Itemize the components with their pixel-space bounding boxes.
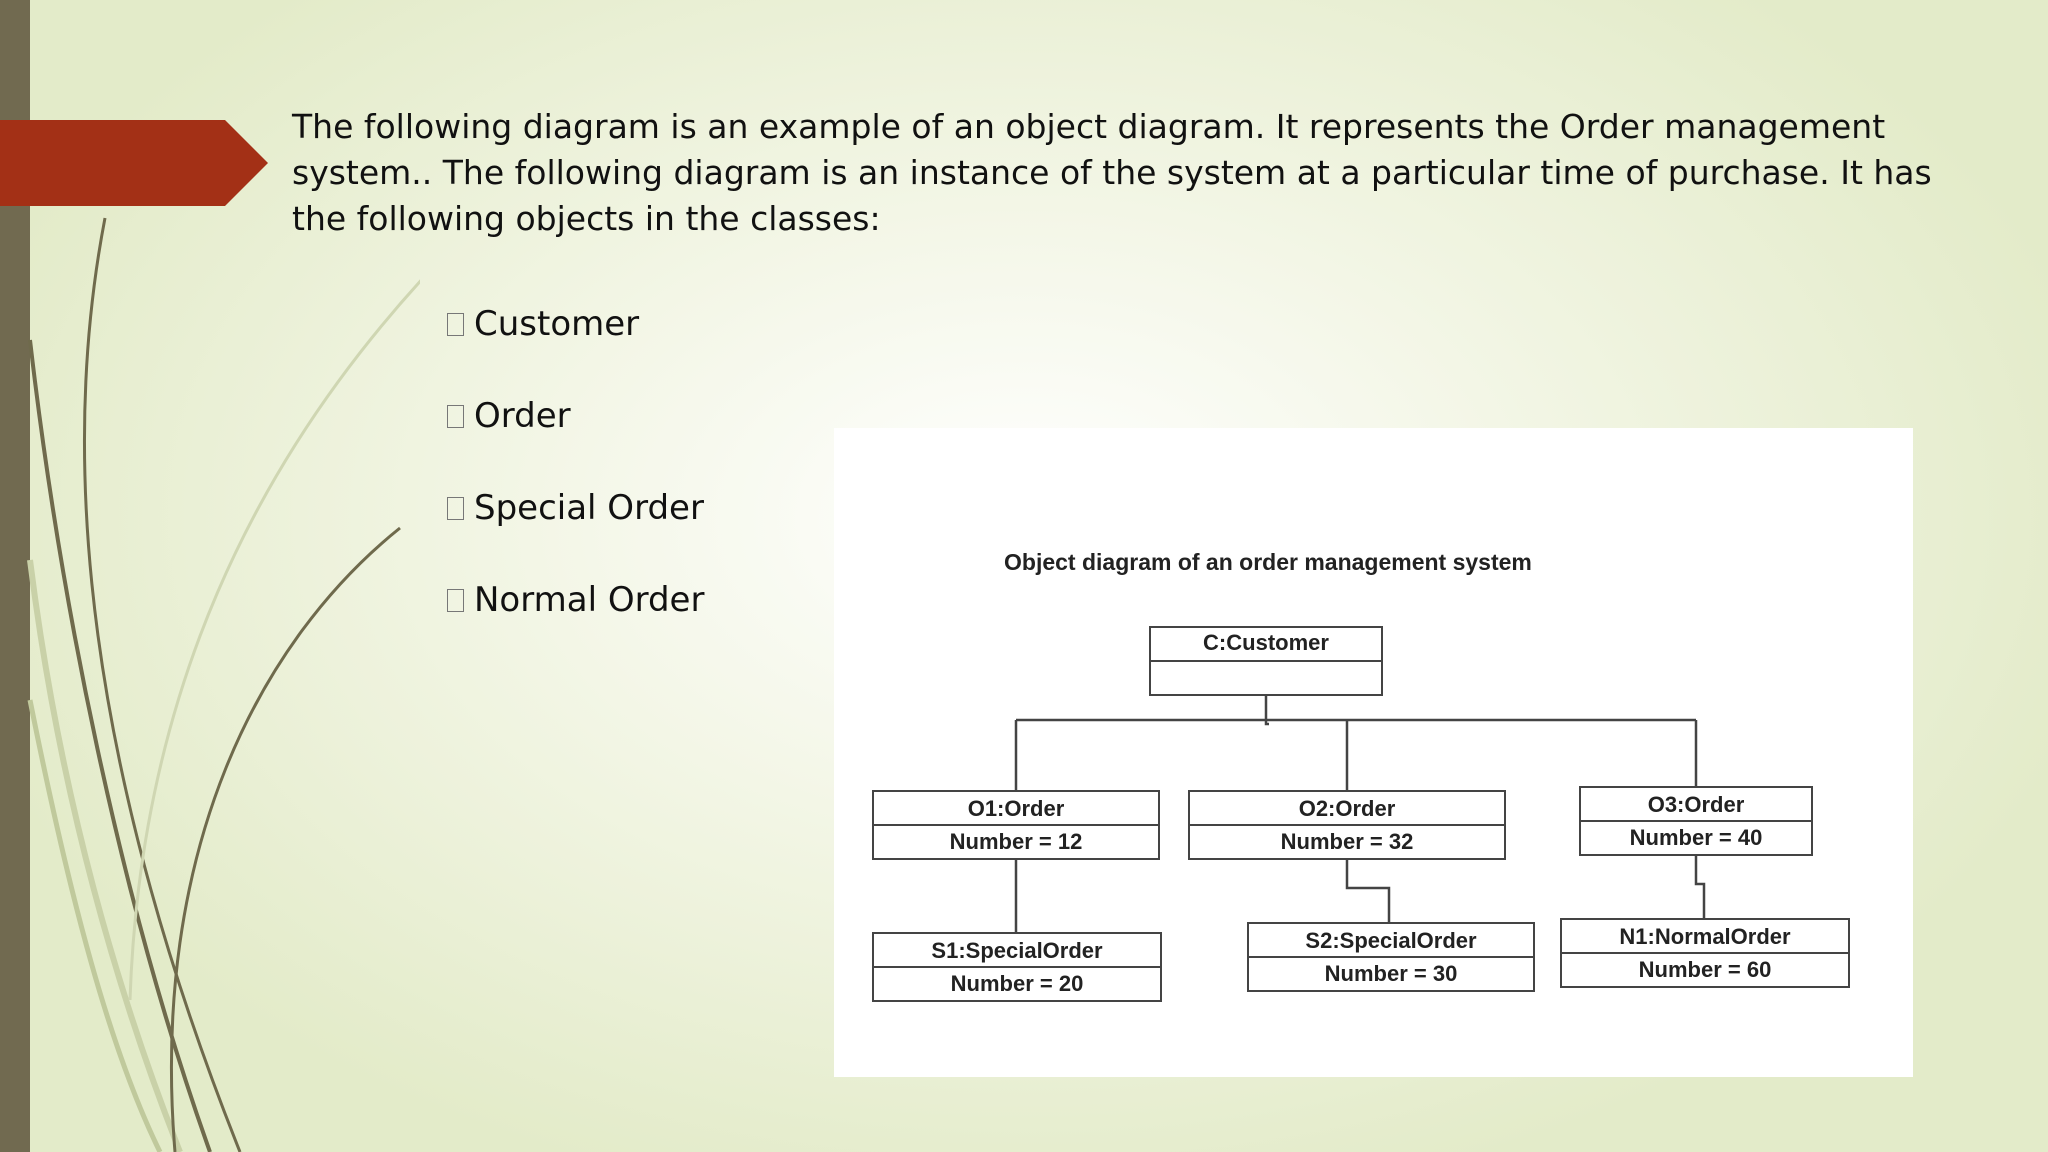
object-attr: Number = 60 xyxy=(1638,957,1772,982)
s1-specialorder-object: S1:SpecialOrder Number = 20 xyxy=(872,932,1162,1002)
object-attr: Number = 12 xyxy=(949,829,1083,854)
s2-specialorder-object: S2:SpecialOrder Number = 30 xyxy=(1247,922,1535,992)
bullet-label: Order xyxy=(474,396,571,436)
decorative-swooshes xyxy=(27,217,420,1152)
o3-order-object: O3:Order Number = 40 xyxy=(1579,786,1813,856)
object-name: O3:Order xyxy=(1581,788,1811,822)
object-name: O2:Order xyxy=(1190,792,1504,826)
customer-object: C:Customer xyxy=(1149,626,1383,696)
object-name: O1:Order xyxy=(874,792,1158,826)
list-item: Special Order xyxy=(447,462,704,554)
object-attr xyxy=(1151,662,1381,694)
object-name: C:Customer xyxy=(1151,628,1381,662)
bullet-box-icon xyxy=(447,496,464,520)
list-item: Customer xyxy=(447,278,704,370)
intro-paragraph: The following diagram is an example of a… xyxy=(292,107,1932,238)
object-name: S1:SpecialOrder xyxy=(874,934,1160,968)
object-attr: Number = 30 xyxy=(1324,961,1458,986)
object-name: S2:SpecialOrder xyxy=(1249,924,1533,958)
bullet-label: Special Order xyxy=(474,488,704,528)
bullet-box-icon xyxy=(447,404,464,428)
o2-order-object: O2:Order Number = 32 xyxy=(1188,790,1506,860)
o1-order-object: O1:Order Number = 12 xyxy=(872,790,1160,860)
object-attr: Number = 32 xyxy=(1280,829,1414,854)
list-item: Order xyxy=(447,370,704,462)
bullet-label: Normal Order xyxy=(474,580,705,620)
class-bullet-list: Customer Order Special Order Normal Orde… xyxy=(447,278,704,646)
red-arrow-shape xyxy=(0,120,268,206)
object-attr: Number = 40 xyxy=(1629,825,1763,850)
diagram-title: Object diagram of an order management sy… xyxy=(1004,549,1532,575)
object-attr: Number = 20 xyxy=(950,971,1084,996)
connector-lines xyxy=(1014,696,1706,932)
bullet-box-icon xyxy=(447,312,464,336)
bullet-label: Customer xyxy=(474,304,640,344)
object-diagram-image: Object diagram of an order management sy… xyxy=(834,428,1913,1077)
list-item: Normal Order xyxy=(447,554,704,646)
object-name: N1:NormalOrder xyxy=(1562,920,1848,954)
n1-normalorder-object: N1:NormalOrder Number = 60 xyxy=(1560,918,1850,988)
bullet-box-icon xyxy=(447,588,464,612)
